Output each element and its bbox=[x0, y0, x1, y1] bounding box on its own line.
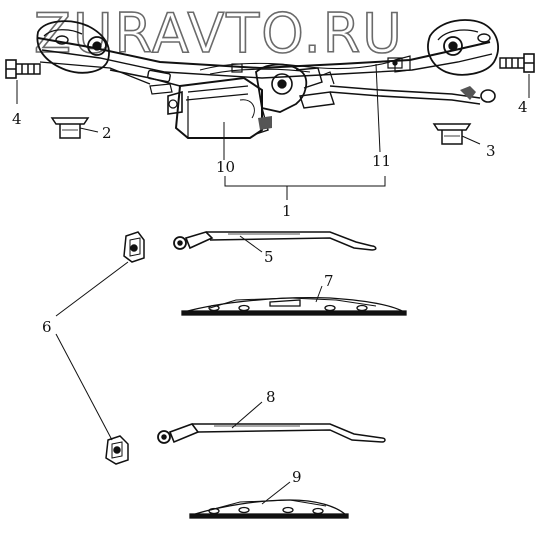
callout-1: 1 bbox=[282, 202, 292, 220]
callout-10: 10 bbox=[216, 158, 235, 176]
callout-4-left: 4 bbox=[12, 110, 22, 128]
bolt-left bbox=[5, 59, 41, 79]
grommet-3 bbox=[432, 123, 472, 145]
wiper-motor bbox=[167, 63, 335, 139]
callout-2: 2 bbox=[102, 124, 112, 142]
wiper-blade-upper bbox=[181, 296, 407, 316]
callout-7: 7 bbox=[324, 272, 334, 290]
bolt-right bbox=[499, 53, 535, 73]
callout-4-right: 4 bbox=[518, 98, 528, 116]
callout-9: 9 bbox=[292, 468, 302, 486]
wiper-linkage-assembly bbox=[36, 19, 499, 139]
callout-6: 6 bbox=[42, 318, 52, 336]
nut-cap-lower bbox=[105, 435, 129, 465]
wiper-blade-lower bbox=[189, 499, 349, 519]
watermark: ZURAVTO.RU bbox=[34, 2, 404, 65]
callout-8: 8 bbox=[266, 388, 276, 406]
leader-lines bbox=[16, 63, 530, 505]
wiper-arm-lower bbox=[157, 423, 386, 444]
callout-5: 5 bbox=[264, 248, 274, 266]
callout-3: 3 bbox=[486, 142, 496, 160]
callout-11: 11 bbox=[372, 152, 391, 170]
wiper-arm-upper bbox=[173, 231, 377, 251]
grommet-2 bbox=[50, 117, 90, 139]
nut-cap-upper bbox=[123, 231, 145, 263]
